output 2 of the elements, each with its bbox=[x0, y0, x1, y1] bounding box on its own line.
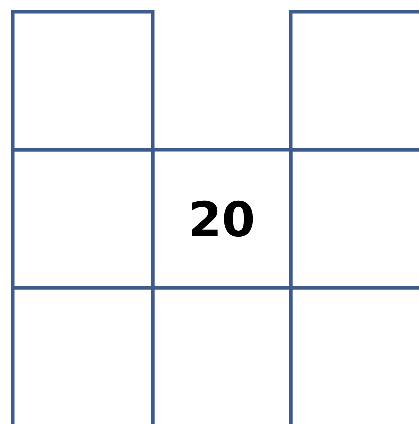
number-cell: 20 bbox=[151, 148, 293, 290]
grid-cell bbox=[289, 286, 419, 424]
